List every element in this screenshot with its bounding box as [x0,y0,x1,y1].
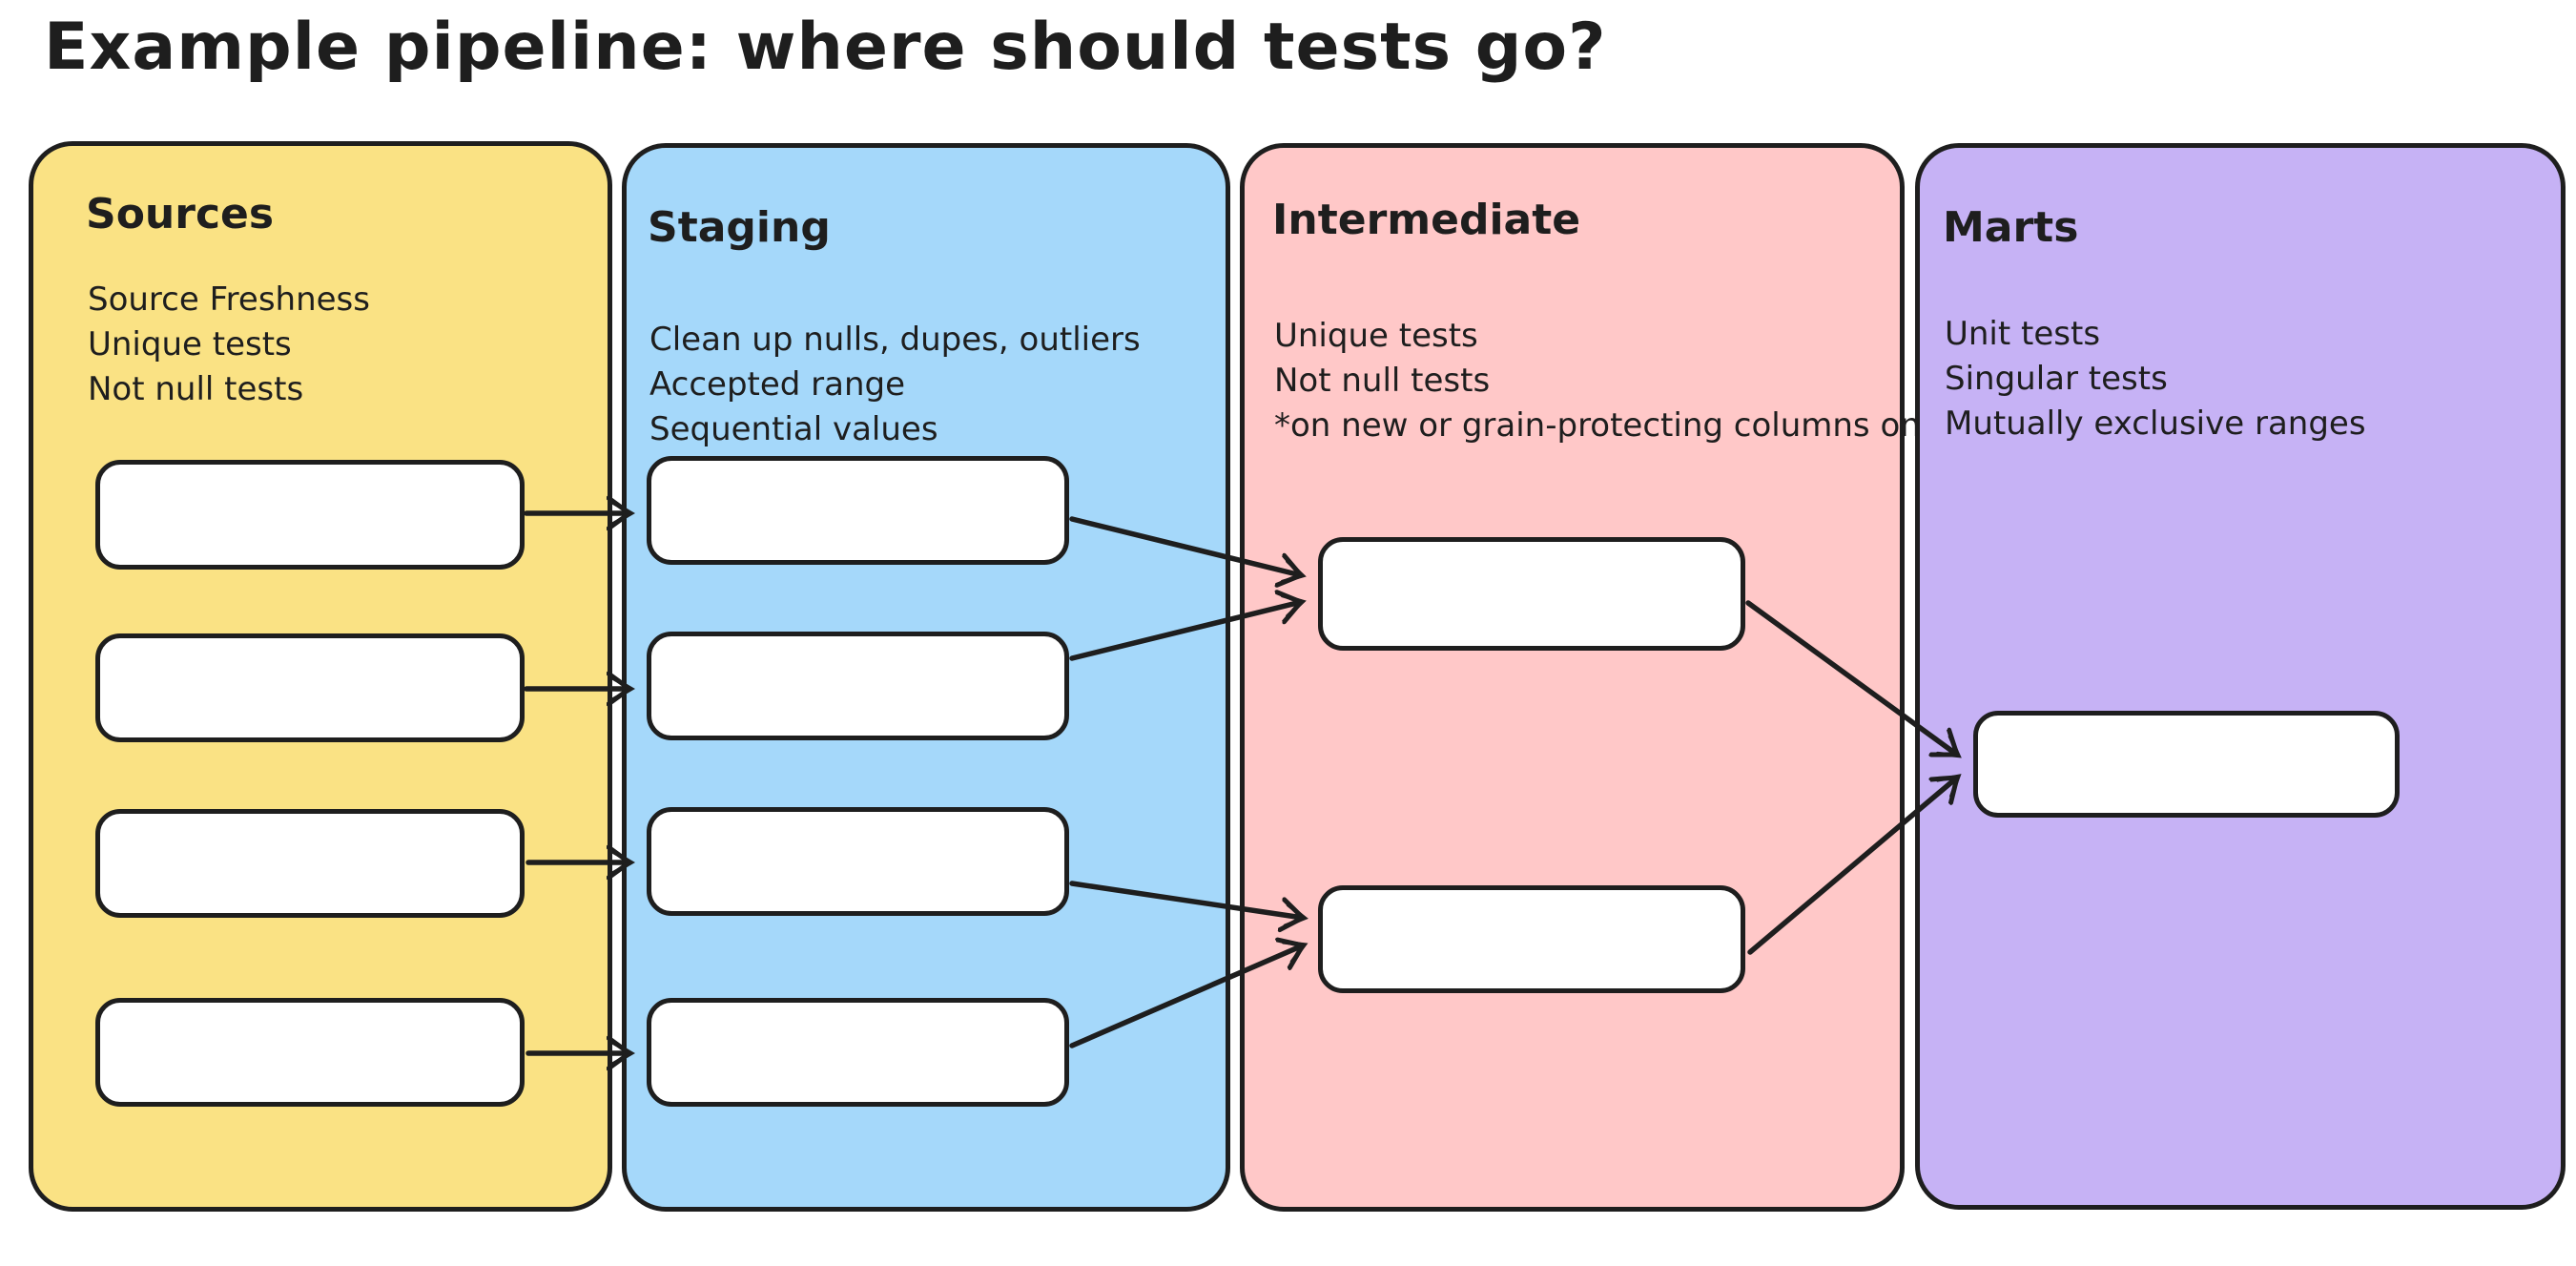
note-line: Unit tests [1945,315,2101,353]
column-staging-header: Staging [648,203,831,252]
note-line: Source Freshness [88,280,370,319]
staging-box-4 [647,998,1069,1107]
column-intermediate-header: Intermediate [1272,196,1581,244]
column-marts: Marts Unit tests Singular tests Mutually… [1915,143,2566,1210]
staging-box-1 [647,456,1069,565]
column-intermediate-notes: Unique tests Not null tests *on new or g… [1274,314,1948,448]
column-staging-notes: Clean up nulls, dupes, outliers Accepted… [649,318,1141,452]
note-line: Singular tests [1945,360,2168,398]
note-line: Clean up nulls, dupes, outliers [649,321,1141,359]
sources-box-3 [95,809,525,918]
note-line: Accepted range [649,365,906,404]
sources-box-2 [95,633,525,742]
diagram-title: Example pipeline: where should tests go? [44,10,1607,85]
column-sources-notes: Source Freshness Unique tests Not null t… [88,278,370,412]
note-line: Not null tests [88,370,304,408]
note-line: Unique tests [1274,317,1478,355]
sources-box-4 [95,998,525,1107]
note-line: Sequential values [649,410,938,448]
intermediate-box-1 [1318,537,1745,651]
note-line: *on new or grain-protecting columns only [1274,406,1949,445]
note-line: Not null tests [1274,362,1491,400]
column-marts-notes: Unit tests Singular tests Mutually exclu… [1945,312,2366,446]
marts-box-1 [1973,711,2400,818]
staging-box-2 [647,632,1069,740]
column-sources-header: Sources [86,190,275,239]
intermediate-box-2 [1318,885,1745,993]
column-intermediate: Intermediate Unique tests Not null tests… [1240,143,1948,1212]
note-line: Mutually exclusive ranges [1945,405,2366,443]
staging-box-3 [647,807,1069,916]
column-marts-header: Marts [1943,203,2079,252]
sources-box-1 [95,460,525,570]
note-line: Unique tests [88,325,292,363]
